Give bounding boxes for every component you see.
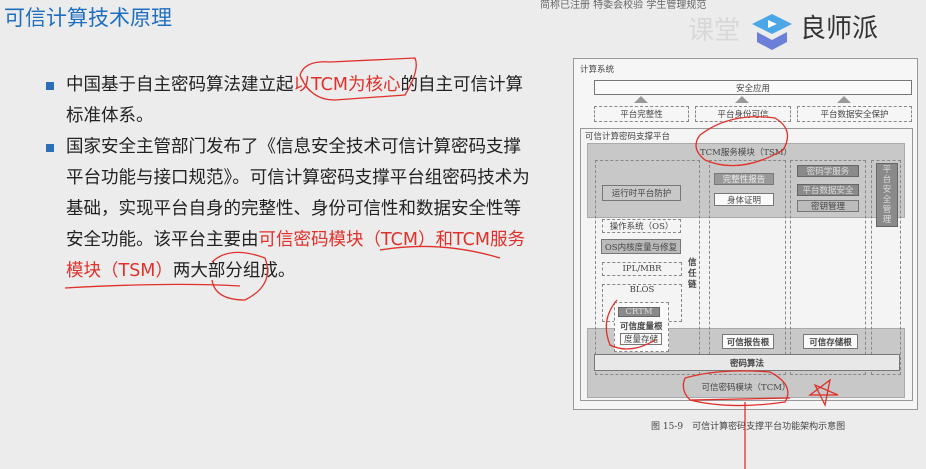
logo: 良师派 xyxy=(745,12,905,52)
system-label: 计算系统 xyxy=(580,65,615,75)
tsm-label: TCM服务模块（TSM） xyxy=(699,148,793,158)
data-security-box: 平台数据安全 xyxy=(797,184,859,196)
bullet-text: 两大部分组成。 xyxy=(172,261,296,281)
rts-box: 可信存储根 xyxy=(803,334,858,349)
column-storage xyxy=(790,160,866,375)
up-arrow-icon xyxy=(837,96,851,103)
integrity-report-box: 完整性报告 xyxy=(714,173,774,185)
bullet-item: 国家安全主管部门发布了《信息安全技术可信计算密码支撑平台功能与接口规范》。可信计… xyxy=(46,132,536,287)
bullet-highlight: 以TCM为核心 xyxy=(293,75,401,95)
identity-box: 身体证明 xyxy=(714,193,774,206)
logo-text: 良师派 xyxy=(800,14,879,44)
bullet-text: 的自主可信计算标准体系。 xyxy=(66,75,523,126)
rtm-label: 可信度量根 xyxy=(620,322,663,332)
column-management xyxy=(871,160,901,375)
bullet-text: 国家安全主管部门发布了《信息安全技术可信计算密码支撑平台功能与接口规范》。可信计… xyxy=(66,137,530,250)
os-kernel-box: OS内核度量与修复 xyxy=(601,239,681,254)
up-arrow-icon xyxy=(735,96,749,103)
bullet-highlight: 可信密码模块（TCM）和TCM服务模块（TSM） xyxy=(66,230,525,281)
tcm-label: 可信密码模块（TCM） xyxy=(701,383,791,393)
platform-integrity-box: 平台完整性 xyxy=(594,106,689,122)
crtm-box: CRTM xyxy=(618,307,660,317)
os-box: 操作系统（OS） xyxy=(602,219,681,233)
trust-chain-label: 信任链 xyxy=(688,258,697,290)
play-logo-icon xyxy=(752,14,792,50)
measure-store-box: 度量存储 xyxy=(620,333,662,345)
bullet-list: 中国基于自主密码算法建立起以TCM为核心的自主可信计算标准体系。 国家安全主管部… xyxy=(46,70,536,287)
rtr-box: 可信报告根 xyxy=(722,334,774,349)
platform-label: 可信计算密码支撑平台 xyxy=(585,132,671,142)
ipl-box: IPL/MBR xyxy=(602,262,682,276)
column-measurement xyxy=(595,160,700,375)
bullet-marker-icon xyxy=(46,144,54,152)
sec-mgmt-box: 平台安全管理 xyxy=(876,163,898,227)
up-arrow-icon xyxy=(634,96,648,103)
bullet-marker-icon xyxy=(46,82,54,90)
page-title: 可信计算技术原理 xyxy=(4,6,172,30)
platform-data-protection-box: 平台数据安全保护 xyxy=(797,106,912,122)
key-mgmt-box: 密钥管理 xyxy=(797,200,859,212)
top-note: 简称已注册 特委会校验 学生管理规范 xyxy=(540,0,707,11)
figure-caption: 图 15-9 可信计算密码支撑平台功能架构示意图 xyxy=(651,422,846,432)
blos-label: BLOS xyxy=(629,285,655,295)
crypto-algorithm-bar: 密码算法 xyxy=(594,354,900,371)
security-app-box: 安全应用 xyxy=(594,80,912,95)
crypto-service-box: 密码学服务 xyxy=(797,165,859,177)
bullet-item: 中国基于自主密码算法建立起以TCM为核心的自主可信计算标准体系。 xyxy=(46,70,536,132)
runtime-protection-box: 运行时平台防护 xyxy=(602,185,681,201)
platform-identity-box: 平台身份可信 xyxy=(695,106,791,122)
bullet-text: 中国基于自主密码算法建立起 xyxy=(66,75,294,95)
logo-watermark: 课堂 xyxy=(688,16,741,46)
